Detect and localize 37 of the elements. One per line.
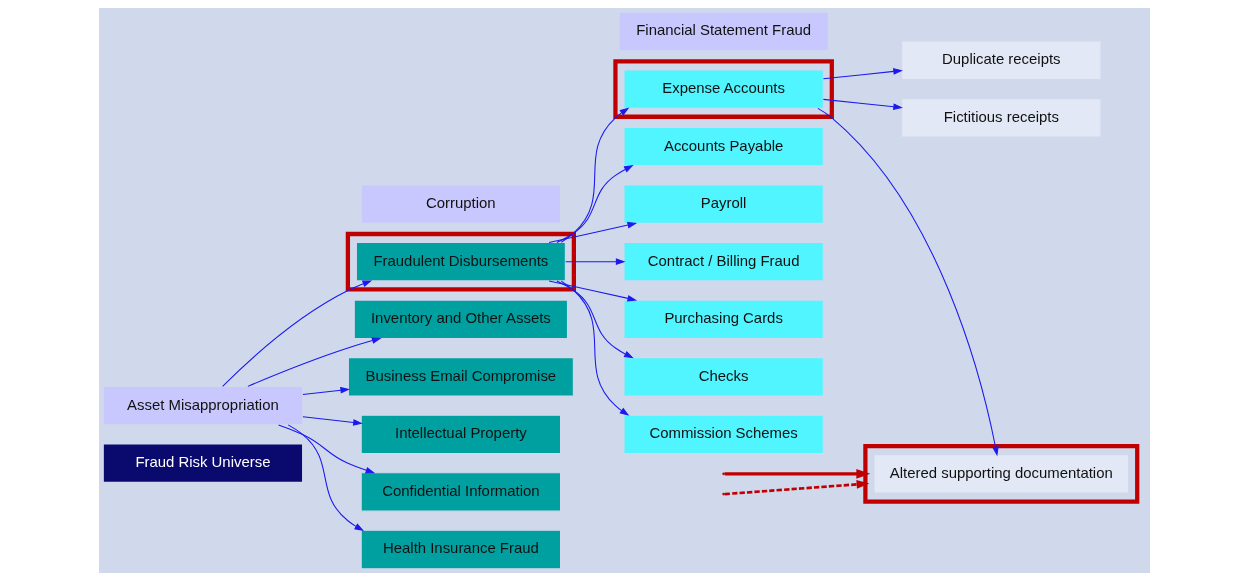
arrow bbox=[301, 416, 363, 426]
node-box: Contract / Billing Fraud bbox=[622, 242, 824, 282]
node-box: Inventory and Other Assets bbox=[353, 299, 568, 339]
arrow bbox=[301, 386, 350, 396]
arrow bbox=[277, 424, 375, 474]
arrow bbox=[560, 280, 629, 416]
arrow bbox=[822, 98, 903, 110]
node-box: Expense Accounts bbox=[622, 69, 824, 109]
node-box: Fraudulent Disbursements bbox=[355, 242, 566, 282]
arrow bbox=[287, 424, 364, 532]
node-box: Payroll bbox=[622, 184, 824, 224]
arrow bbox=[221, 280, 372, 387]
node-box: Checks bbox=[622, 357, 824, 397]
node-box: Fictitious receipts bbox=[900, 98, 1101, 138]
node-box: Intellectual Property bbox=[360, 414, 561, 455]
arrow bbox=[724, 479, 869, 496]
arrow bbox=[724, 468, 870, 479]
arrow bbox=[560, 107, 629, 243]
arrow bbox=[548, 221, 637, 243]
arrow bbox=[555, 165, 634, 243]
arrow bbox=[246, 337, 382, 387]
arrow bbox=[816, 107, 999, 457]
arrow bbox=[564, 258, 625, 266]
node-box: Asset Misappropriation bbox=[102, 385, 303, 426]
arrow bbox=[822, 68, 903, 80]
node-box: Duplicate receipts bbox=[900, 40, 1101, 80]
node-box: Altered supporting documentation bbox=[872, 454, 1129, 494]
node-box: Confidential Information bbox=[360, 472, 561, 512]
node-box: Purchasing Cards bbox=[622, 299, 824, 339]
node-box: Health Insurance Fraud bbox=[360, 529, 561, 570]
node-box: Fraud Risk Universe bbox=[102, 443, 303, 483]
arrow bbox=[555, 280, 634, 359]
cluster bbox=[345, 231, 576, 292]
node-box: Business Email Compromise bbox=[347, 357, 574, 397]
arrow bbox=[548, 280, 637, 302]
node-box: Commission Schemes bbox=[622, 414, 824, 455]
node-box: Accounts Payable bbox=[622, 126, 824, 167]
